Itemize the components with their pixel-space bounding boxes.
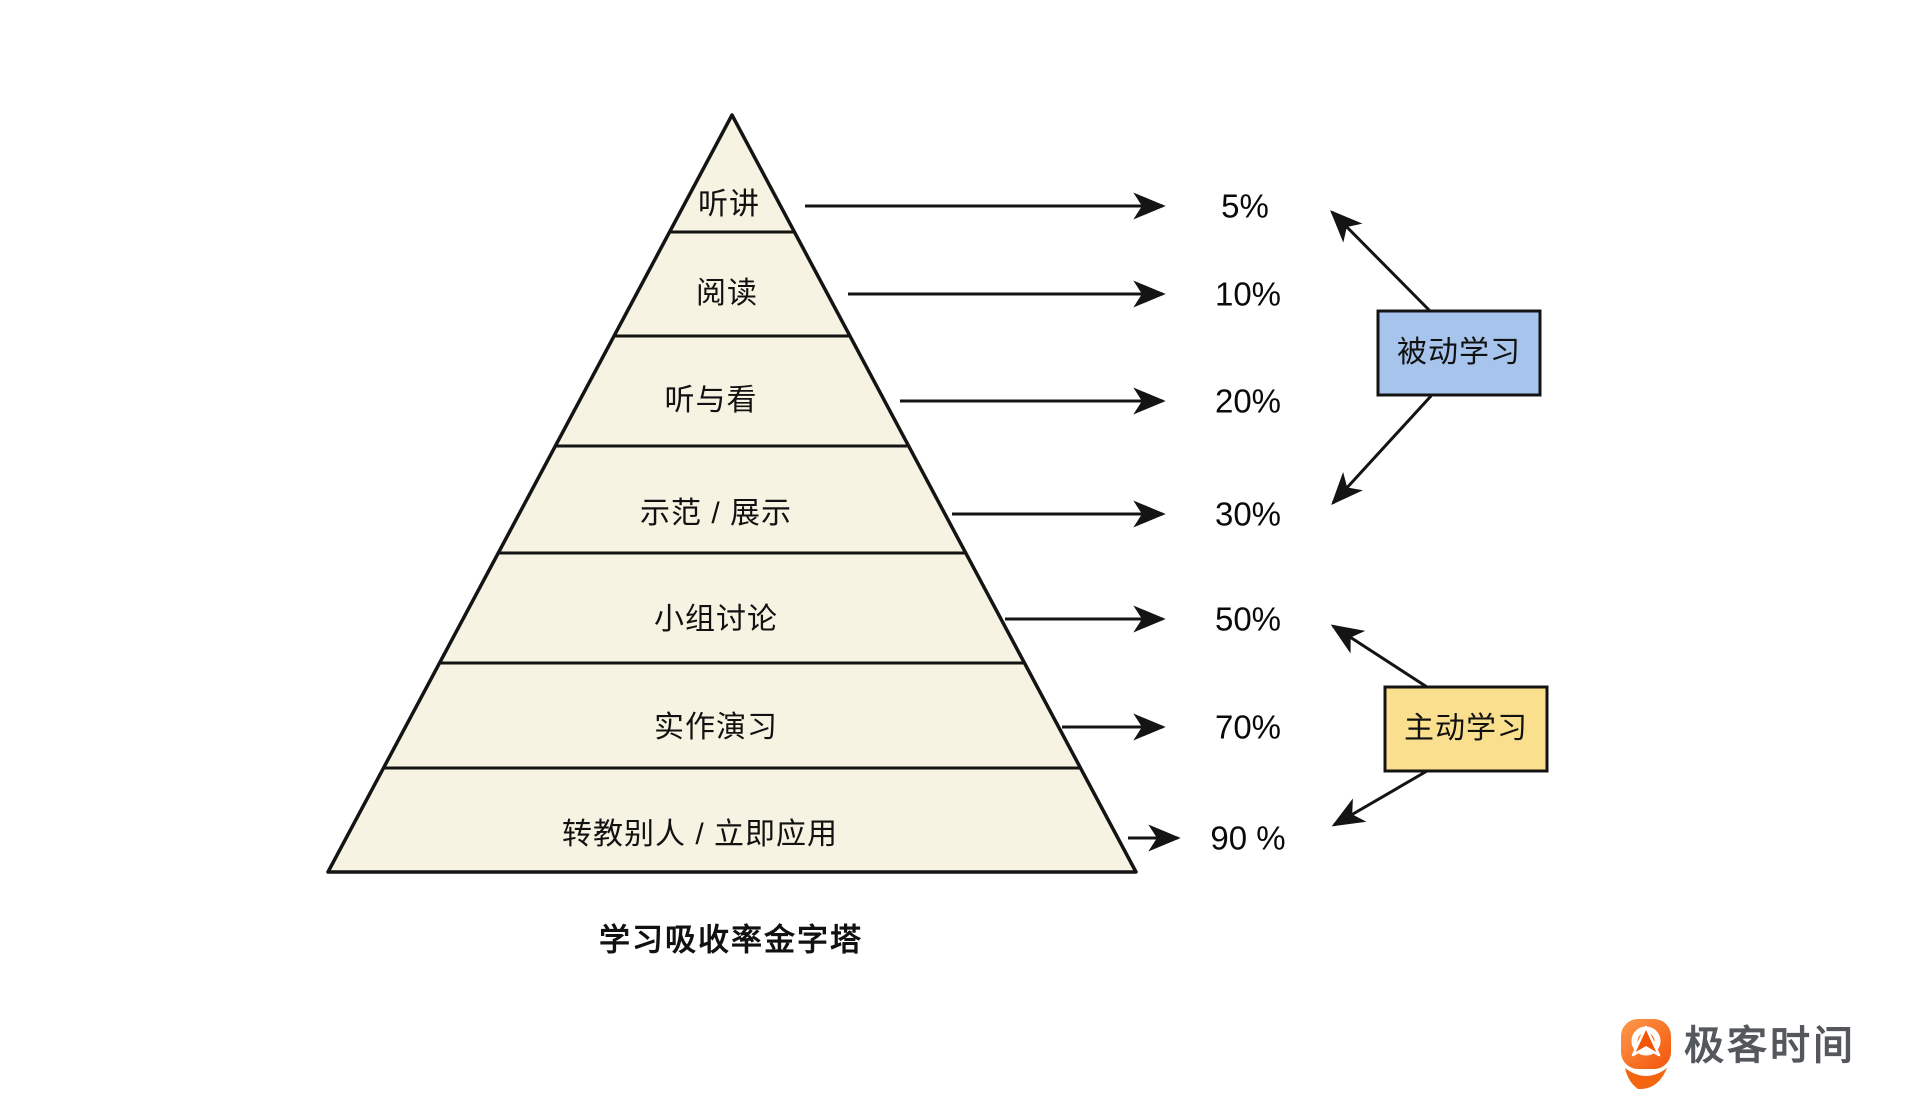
logo-arrow [1631,1025,1661,1057]
pyramid-level-label-4: 示范 / 展示 [639,497,793,530]
percent-label-1: 5% [1221,187,1269,225]
callout-arrows [805,192,1181,852]
pyramid-shape [326,113,1138,874]
pyramid-level-label-5: 小组讨论 [654,603,778,636]
passive-learning-label: 被动学习 [1397,336,1521,369]
percent-label-5: 50% [1214,600,1282,638]
passive-group-arrows [1330,210,1433,505]
percent-label-6: 70% [1214,708,1282,746]
passive-learning-box [1376,309,1542,397]
active-group-arrows [1330,624,1428,827]
active-learning-label: 主动学习 [1404,712,1528,745]
active-learning-box [1383,685,1549,773]
passive-arrow-down [1331,394,1433,505]
pyramid-level-label-7: 转教别人 / 立即应用 [561,818,839,851]
pyramid-level-label-6: 实作演习 [654,711,778,744]
geektime-logo-icon [1621,1019,1671,1090]
passive-arrow-up [1330,210,1432,313]
percent-label-3: 20% [1214,382,1282,420]
percent-label-4: 30% [1214,495,1282,533]
active-arrow-up [1330,624,1428,689]
percent-label-2: 10% [1214,275,1282,313]
percent-label-7: 90 % [1210,819,1286,857]
pyramid-level-label-2: 阅读 [696,277,758,310]
pyramid-level-label-3: 听与看 [664,384,758,417]
logo-crescent [1625,1068,1667,1090]
diagram-caption: 学习吸收率金字塔 [599,922,863,958]
pyramid-level-label-1: 听讲 [698,188,760,221]
geektime-logo-text: 极客时间 [1684,1024,1856,1068]
active-arrow-down [1331,769,1428,827]
